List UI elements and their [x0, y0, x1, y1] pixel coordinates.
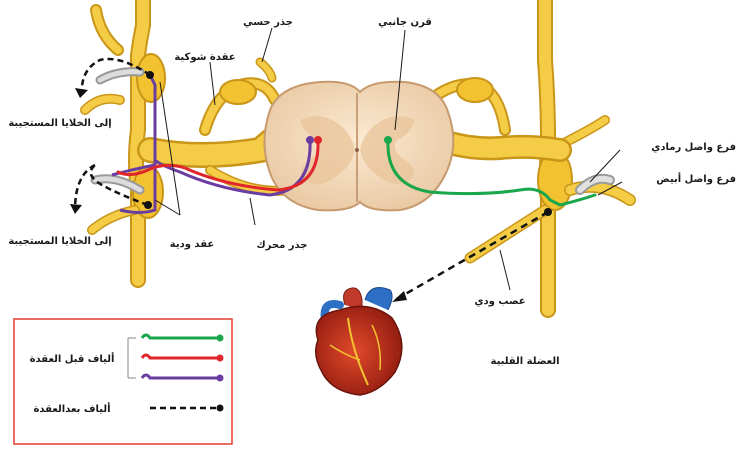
label-sympathetic-nerve: عصب ودي — [474, 296, 525, 307]
label-white-ramus: فرع واصل أبيض — [656, 172, 736, 185]
heart-illustration — [316, 288, 402, 395]
label-lateral-horn: قرن جانبي — [378, 17, 432, 28]
label-sensory-root: جذر حسي — [243, 17, 293, 28]
label-spinal-ganglion: عقدة شوكية — [174, 52, 235, 63]
label-to-effector-bottom: إلى الخلايا المستجيبة — [8, 236, 111, 247]
legend-preganglionic-label: ألياف قبل العقدة — [30, 352, 115, 365]
label-to-effector-top: إلى الخلايا المستجيبة — [8, 118, 111, 129]
label-grey-ramus: فرع واصل رمادي — [651, 142, 736, 153]
label-cardiac-muscle: العضلة القلبية — [491, 356, 560, 367]
legend-postganglionic-label: ألياف بعدالعقدة — [34, 402, 111, 415]
label-motor-root: جذر محرك — [256, 240, 307, 251]
legend-box: ألياف قبل العقدة ألياف بعدالعقدة — [14, 319, 232, 444]
label-sympathetic-ganglia: عقد ودية — [170, 239, 214, 250]
